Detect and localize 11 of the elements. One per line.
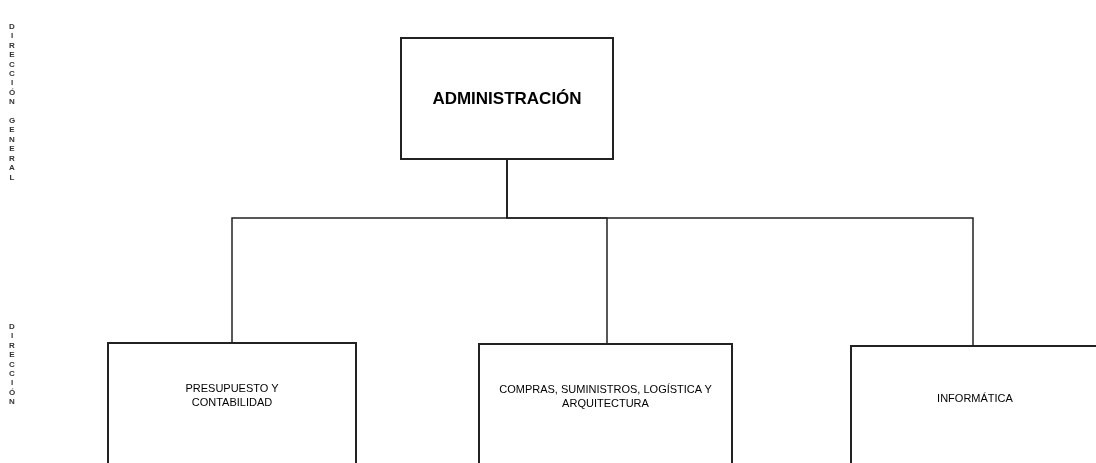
org-box [107, 342, 357, 463]
vertical-side-label: DIRECCIÓN [8, 322, 16, 407]
org-box [400, 37, 614, 160]
box-label: ADMINISTRACIÓN [431, 87, 583, 110]
vertical-side-label: DIRECCIÓN GENERAL [8, 22, 16, 182]
connector-line [506, 159, 974, 346]
box-label: PRESUPUESTO Y CONTABILIDAD [184, 382, 280, 410]
box-label: INFORMÁTICA [936, 392, 1014, 406]
org-box [850, 345, 1096, 463]
org-box [478, 343, 733, 463]
box-label: COMPRAS, SUMINISTROS, LOGÍSTICA Y ARQUITECTURA [498, 383, 713, 411]
